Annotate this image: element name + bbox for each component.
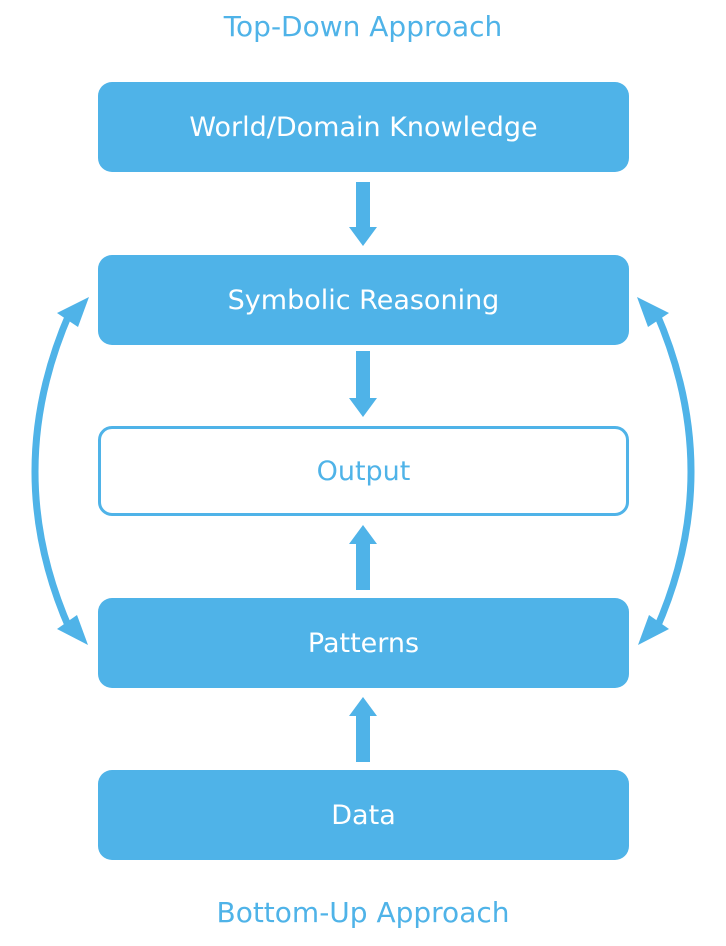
data-label: Data: [331, 799, 396, 831]
arrow-patterns-to-output: [349, 525, 377, 590]
world-domain-knowledge-label: World/Domain Knowledge: [189, 111, 538, 143]
top-down-caption: Top-Down Approach: [223, 10, 503, 43]
patterns-box: Patterns: [98, 598, 629, 688]
data-box: Data: [98, 770, 629, 860]
output-box: Output: [98, 426, 629, 516]
output-label: Output: [316, 455, 411, 487]
arrow-symbolic-to-output: [349, 351, 377, 417]
patterns-label: Patterns: [307, 627, 420, 659]
symbolic-reasoning-box: Symbolic Reasoning: [98, 255, 629, 345]
left-curved-double-arrow: [31, 297, 89, 645]
right-curved-double-arrow: [637, 297, 695, 645]
symbolic-reasoning-label: Symbolic Reasoning: [227, 284, 500, 316]
world-domain-knowledge-box: World/Domain Knowledge: [98, 82, 629, 172]
arrow-data-to-patterns: [349, 697, 377, 762]
arrow-world-to-symbolic: [349, 182, 377, 246]
bottom-up-caption: Bottom-Up Approach: [216, 896, 510, 929]
